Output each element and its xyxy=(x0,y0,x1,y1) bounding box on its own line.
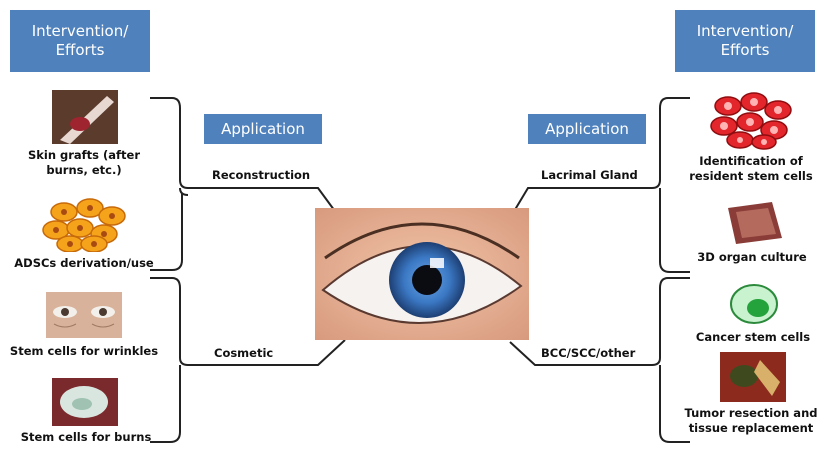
skin-graft-image xyxy=(52,90,118,144)
eye-image xyxy=(315,208,529,340)
right-application-box: Application xyxy=(528,114,646,144)
item-cancer-stem-cells: Cancer stem cells xyxy=(688,330,818,345)
left-application-box: Application xyxy=(204,114,322,144)
item-resident-stem-cells: Identification of resident stem cells xyxy=(680,154,822,184)
tumor-surgery-image xyxy=(720,352,786,402)
application-bcc-scc: BCC/SCC/other xyxy=(541,346,635,361)
item-stem-cells-burns: Stem cells for burns xyxy=(6,430,166,445)
item-tumor-resection: Tumor resection and tissue replacement xyxy=(680,406,822,436)
left-header-box: Intervention/ Efforts xyxy=(10,10,150,72)
wrinkles-eyes-image xyxy=(46,292,122,338)
right-application-text: Application xyxy=(545,120,629,138)
item-3d-organ-culture: 3D organ culture xyxy=(684,250,820,265)
item-skin-grafts: Skin grafts (after burns, etc.) xyxy=(14,148,154,178)
item-stem-cells-wrinkles: Stem cells for wrinkles xyxy=(2,344,166,359)
application-lacrimal-gland: Lacrimal Gland xyxy=(541,168,638,183)
cancer-stem-cell-image xyxy=(728,282,780,326)
right-header-box: Intervention/ Efforts xyxy=(675,10,815,72)
burn-wound-image xyxy=(52,378,118,426)
right-header-text: Intervention/ Efforts xyxy=(679,22,811,60)
organ-tissue-image xyxy=(722,198,786,246)
application-reconstruction: Reconstruction xyxy=(212,168,310,183)
application-cosmetic: Cosmetic xyxy=(214,346,273,361)
item-adscs: ADSCs derivation/use xyxy=(0,256,168,271)
red-cells-image xyxy=(710,92,796,150)
left-application-text: Application xyxy=(221,120,305,138)
adipose-cells-image xyxy=(40,198,128,252)
left-header-text: Intervention/ Efforts xyxy=(14,22,146,60)
